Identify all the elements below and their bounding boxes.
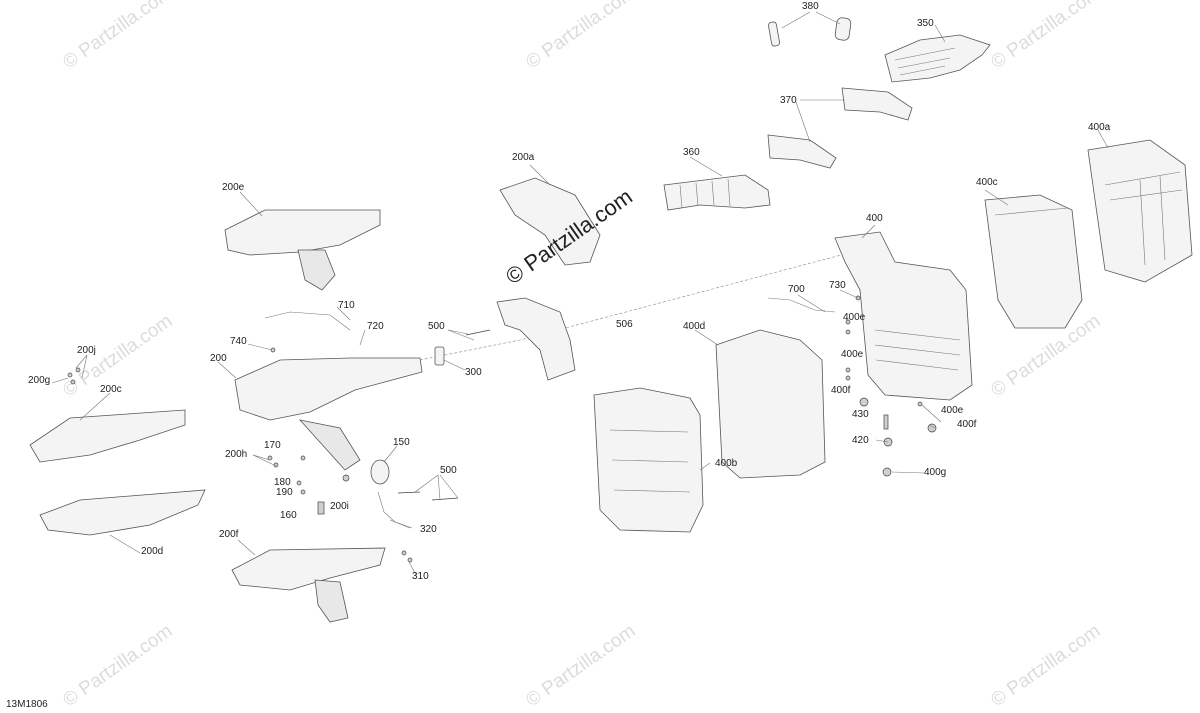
callout-label: 350 (917, 18, 934, 29)
callout-label: 400e (941, 405, 964, 416)
part-500-springs (397, 329, 491, 501)
callout-label: 200j (77, 345, 96, 356)
callout-label: 310 (412, 571, 429, 582)
callout-label: 160 (280, 510, 297, 521)
callout-label: 400 (866, 213, 883, 224)
callout-label: 430 (852, 409, 869, 420)
part-506-pipe (496, 297, 576, 381)
callout-label: 500 (440, 465, 457, 476)
callout-label: 700 (788, 284, 805, 295)
hardware-fasteners (67, 295, 937, 563)
part-300-clamp (434, 346, 445, 366)
assembly-centerline (409, 249, 861, 363)
leader-lines (51, 11, 1109, 576)
callout-label: 400d (683, 321, 706, 332)
callout-label: 200d (141, 546, 164, 557)
callout-label: 190 (276, 487, 293, 498)
callout-label: 150 (393, 437, 410, 448)
callout-label: 720 (367, 321, 384, 332)
callout-label: 200g (28, 375, 51, 386)
callout-label: 400c (976, 177, 998, 188)
callout-label: 400e (843, 312, 866, 323)
part-200d-shield (39, 489, 206, 536)
callout-label: 200a (512, 152, 535, 163)
callout-label: 400e (841, 349, 864, 360)
callout-label: 400b (715, 458, 738, 469)
callout-label: 200c (100, 384, 122, 395)
part-360-flex-pipe (663, 174, 771, 211)
part-400d-cover (715, 329, 826, 479)
callout-label: 420 (852, 435, 869, 446)
callout-label: 180 (274, 477, 291, 488)
part-400a-cover (1087, 139, 1193, 283)
diagram-code: 13M1806 (6, 699, 48, 710)
callout-label: 740 (230, 336, 247, 347)
callout-label: 400g (924, 467, 947, 478)
callout-label: 200f (219, 529, 239, 540)
callout-label: 360 (683, 147, 700, 158)
callout-label: 300 (465, 367, 482, 378)
part-370-sleeves (767, 87, 913, 169)
part-380-clamps (768, 17, 852, 47)
callout-label: 200e (222, 182, 245, 193)
part-200f-shield (231, 547, 386, 623)
callout-label: 200h (225, 449, 248, 460)
callout-label: 730 (829, 280, 846, 291)
part-200-main-pipe (234, 357, 423, 471)
callout-label: 506 (616, 319, 633, 330)
callout-label: 500 (428, 321, 445, 332)
callout-label: 370 (780, 95, 797, 106)
callout-label: 380 (802, 1, 819, 12)
callout-label: 400f (831, 385, 851, 396)
callout-label: 400f (957, 419, 977, 430)
part-710-wire (264, 311, 351, 331)
callout-label: 710 (338, 300, 355, 311)
part-150-gasket (370, 459, 390, 485)
part-700-sensor (767, 297, 836, 313)
part-320-bracket (377, 491, 413, 529)
part-200c-shield (29, 409, 186, 463)
part-400b-cover (593, 387, 704, 533)
part-400-muffler (834, 231, 973, 401)
part-400c-cover (984, 194, 1083, 329)
callout-label: 200i (330, 501, 349, 512)
callout-label: 400a (1088, 122, 1111, 133)
part-350-shield (884, 34, 991, 83)
callout-label: 170 (264, 440, 281, 451)
callout-label: 200 (210, 353, 227, 364)
part-200e-shield (224, 209, 381, 291)
callout-label: 320 (420, 524, 437, 535)
